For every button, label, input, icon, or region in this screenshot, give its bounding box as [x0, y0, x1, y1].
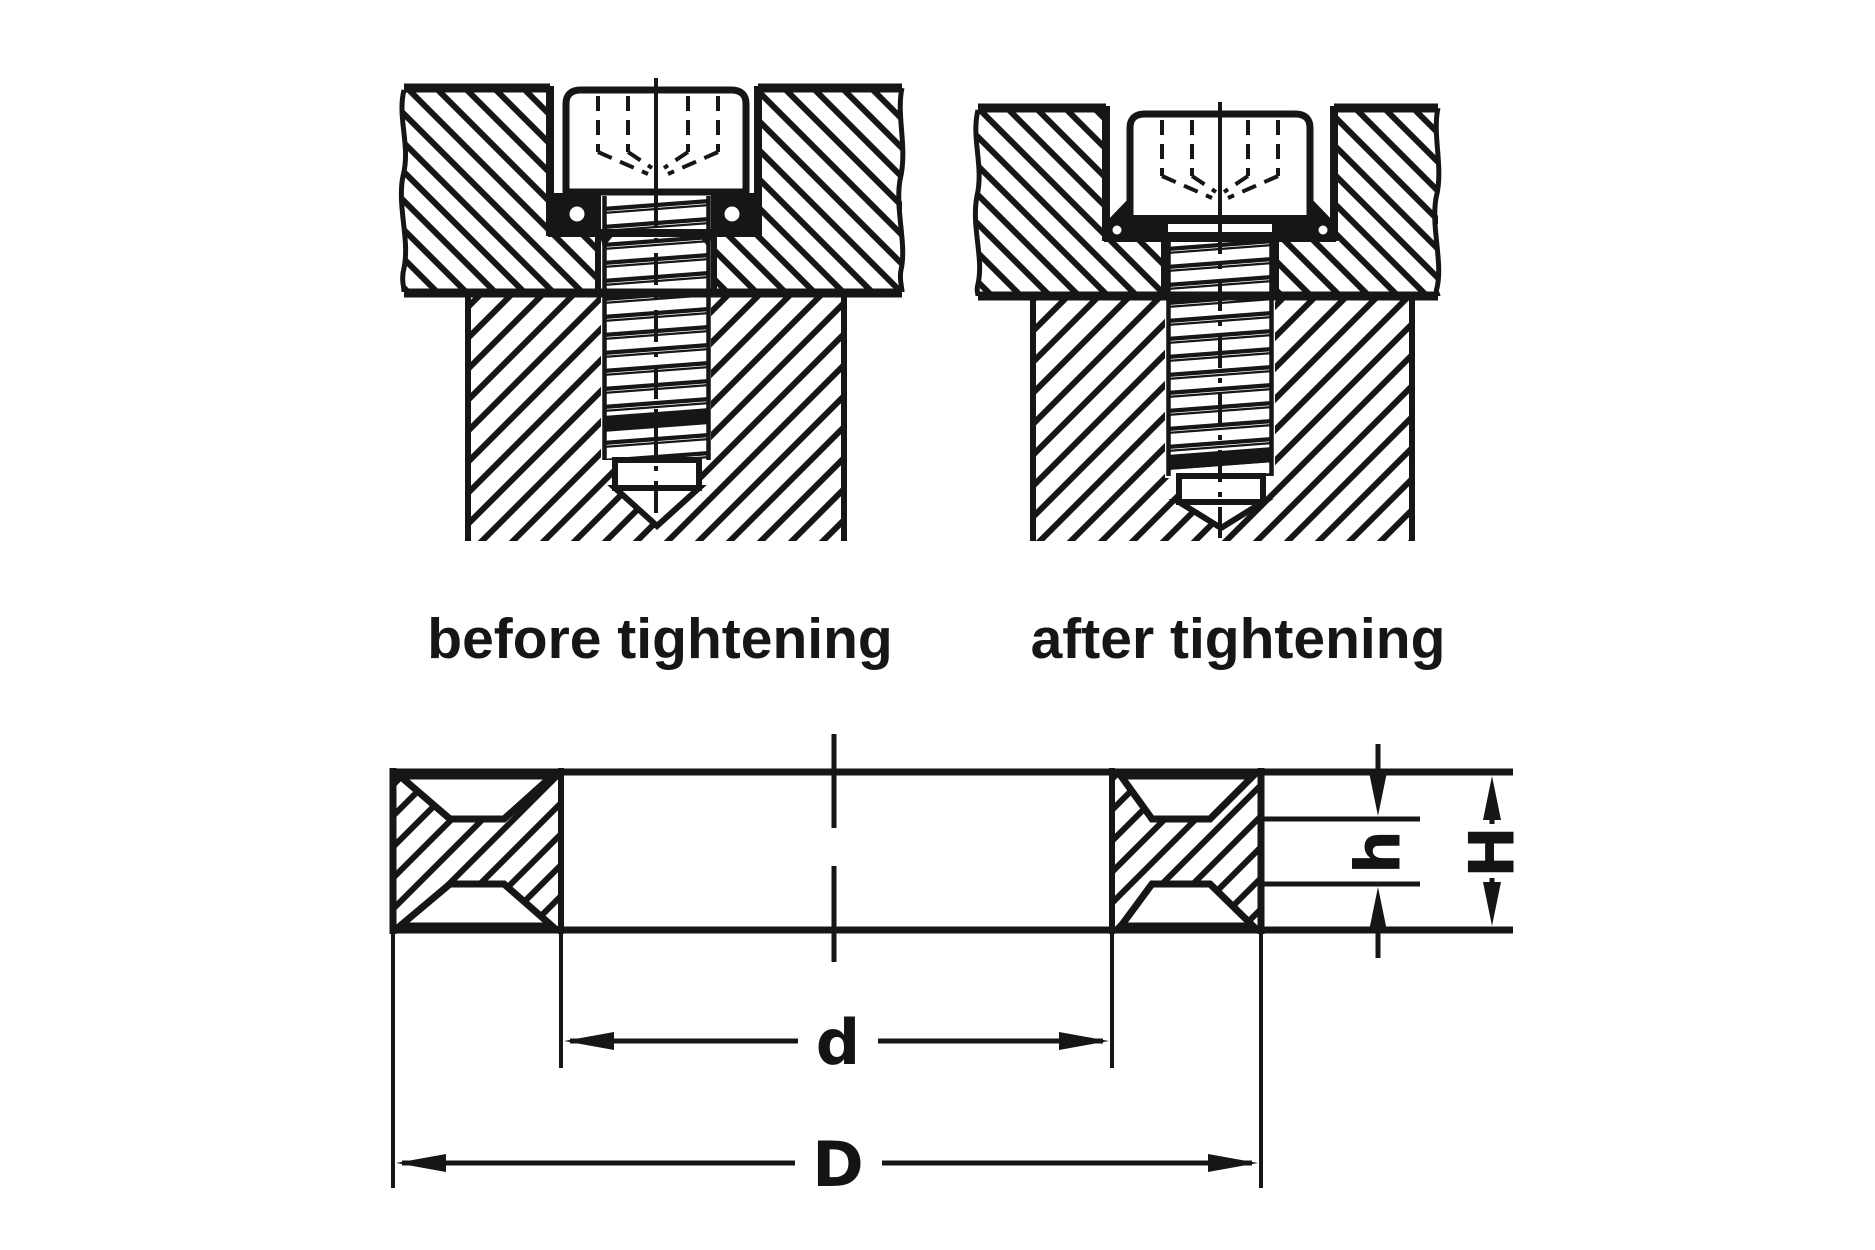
caption-after-tightening: after tightening — [1031, 607, 1446, 671]
dimension-d: d — [559, 934, 1114, 1079]
arrowhead-right — [1208, 1154, 1258, 1172]
dimension-label-d: d — [816, 1006, 860, 1079]
o-ring-dot — [569, 206, 585, 222]
screw-head-before — [562, 78, 750, 536]
hex-socket-before — [596, 96, 720, 176]
arrowhead-left — [396, 1154, 446, 1172]
o-ring-dot — [1318, 225, 1328, 235]
seal-ring-before — [552, 193, 756, 248]
hex-socket-after — [1160, 120, 1280, 200]
arrowhead-up — [1483, 776, 1501, 820]
upper-plate-before — [398, 83, 906, 294]
figure-before-tightening — [398, 78, 906, 541]
screw-head-after — [1126, 102, 1314, 538]
broken-edge — [972, 109, 983, 297]
screw-thread-before — [602, 196, 711, 531]
dimension-label-D: D — [812, 1128, 863, 1201]
rubber-lips — [390, 772, 1262, 930]
caption-before-tightening: before tightening — [427, 607, 892, 671]
broken-edge — [398, 89, 409, 293]
dimension-D: D — [391, 934, 1263, 1201]
dimension-H: H — [1456, 776, 1529, 926]
arrowhead-left — [564, 1032, 614, 1050]
broken-edge — [896, 87, 906, 293]
arrowhead-up — [1369, 887, 1387, 931]
figure-after-tightening — [972, 102, 1442, 541]
thread-sealant-band — [603, 408, 710, 432]
dimension-label-h: h — [1342, 830, 1415, 874]
dimension-label-H: H — [1456, 826, 1529, 878]
dimension-h: h — [1261, 744, 1420, 958]
o-ring-dot — [724, 206, 740, 222]
washer-cross-section: d D h H — [389, 734, 1529, 1201]
arrowhead-down — [1483, 882, 1501, 926]
arrowhead-right — [1059, 1032, 1109, 1050]
arrowhead-down — [1369, 772, 1387, 816]
o-ring-dot — [1112, 225, 1122, 235]
